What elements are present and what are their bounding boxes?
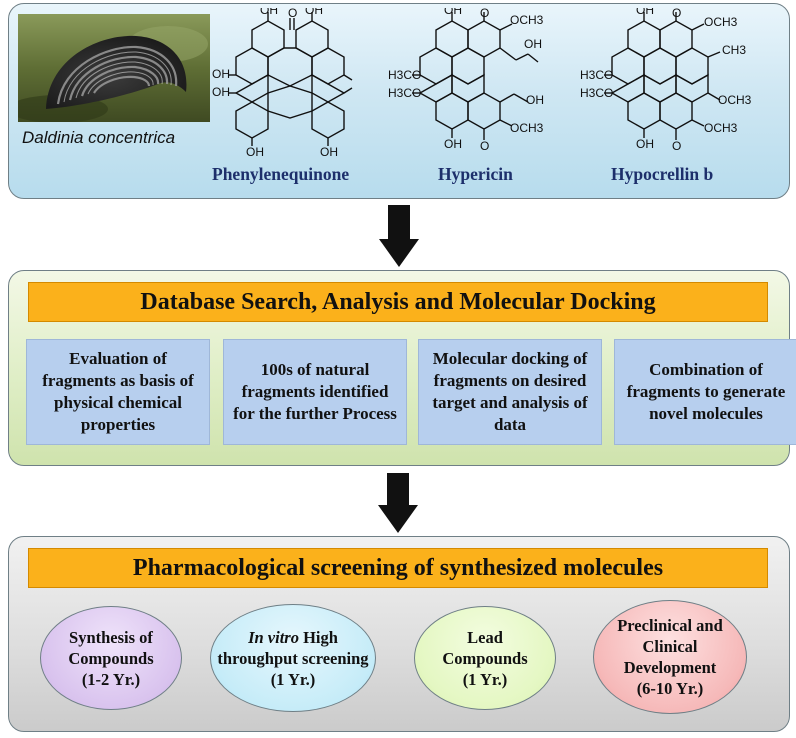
o-label: O [480, 8, 489, 20]
stage-synthesis: Synthesis of Compounds (1-2 Yr.) [40, 606, 182, 710]
step-molecular-docking: Molecular docking of fragments on desire… [418, 339, 602, 445]
och3-label: OCH3 [510, 121, 544, 135]
hypocrellin-b-structure: OH O OCH3 CH3 H3CO H3CO OCH3 OCH3 OH O [580, 8, 752, 153]
och3-label: OCH3 [704, 121, 738, 135]
oh-label: OH [320, 145, 338, 158]
och3-label: OCH3 [510, 13, 544, 27]
o-label: O [288, 8, 297, 20]
oh-label: OH [526, 93, 544, 107]
stage-synthesis-duration: (1-2 Yr.) [81, 669, 141, 689]
section-title-docking: Database Search, Analysis and Molecular … [28, 282, 768, 322]
flow-arrow-down-icon [379, 205, 419, 267]
och3-label: OCH3 [718, 93, 752, 107]
o-label: O [480, 139, 489, 153]
ch3-label: CH3 [722, 43, 746, 57]
stage-in-vitro-italic: In vitro [248, 627, 299, 647]
hypericin-structure: OH O OCH3 OH H3CO H3CO OH OCH3 OH O [388, 8, 544, 153]
stage-synthesis-line1: Synthesis of [69, 627, 153, 647]
oh-label: OH [444, 8, 462, 17]
h3co-label: H3CO [580, 68, 613, 82]
oh-label: OH [305, 8, 323, 17]
oh-label: OH [636, 8, 654, 17]
oh-label: OH [524, 37, 542, 51]
stage-synthesis-line2: Compounds [68, 648, 154, 668]
compound-name-hypericin: Hypericin [438, 164, 513, 184]
stage-lead-compounds: Lead Compounds (1 Yr.) [414, 606, 556, 710]
h3co-label: H3CO [388, 68, 421, 82]
stage-in-vitro-duration: (1 Yr.) [270, 669, 316, 689]
compound-name-phenylenequinone: Phenylenequinone [212, 164, 350, 184]
oh-label: OH [636, 137, 654, 151]
stage-in-vitro-text: High throughput screening [217, 627, 369, 668]
stage-lead-line2: Compounds [442, 648, 528, 668]
daldinia-concentrica-photo [18, 14, 210, 122]
oh-label: OH [444, 137, 462, 151]
stage-preclinical-duration: (6-10 Yr.) [636, 679, 704, 698]
section-title-screening: Pharmacological screening of synthesized… [28, 548, 768, 588]
stage-preclinical-text: Preclinical and Clinical Development [617, 616, 723, 677]
stage-lead-line1: Lead [467, 627, 503, 647]
och3-label: OCH3 [704, 15, 738, 29]
oh-label: OH [212, 67, 230, 81]
step-evaluation-fragments: Evaluation of fragments as basis of phys… [26, 339, 210, 445]
stage-lead-duration: (1 Yr.) [462, 669, 508, 689]
oh-label: OH [246, 145, 264, 158]
stage-preclinical-clinical: Preclinical and Clinical Development (6-… [593, 600, 747, 714]
o-label: O [672, 8, 681, 20]
oh-label: OH [212, 85, 230, 99]
organism-caption: Daldinia concentrica [22, 128, 176, 147]
step-natural-fragments: 100s of natural fragments identified for… [223, 339, 407, 445]
oh-label: OH [260, 8, 278, 17]
h3co-label: H3CO [388, 86, 421, 100]
o-label: O [672, 139, 681, 153]
step-combination-fragments: Combination of fragments to generate nov… [614, 339, 796, 445]
stage-in-vitro-screening: In vitro High throughput screening (1 Yr… [210, 604, 376, 712]
flow-arrow-down-icon [378, 473, 418, 533]
compound-name-hypocrellin-b: Hypocrellin b [611, 164, 714, 184]
h3co-label: H3CO [580, 86, 613, 100]
phenylenequinone-structure: OH O OH OH OH OH OH [212, 8, 353, 158]
